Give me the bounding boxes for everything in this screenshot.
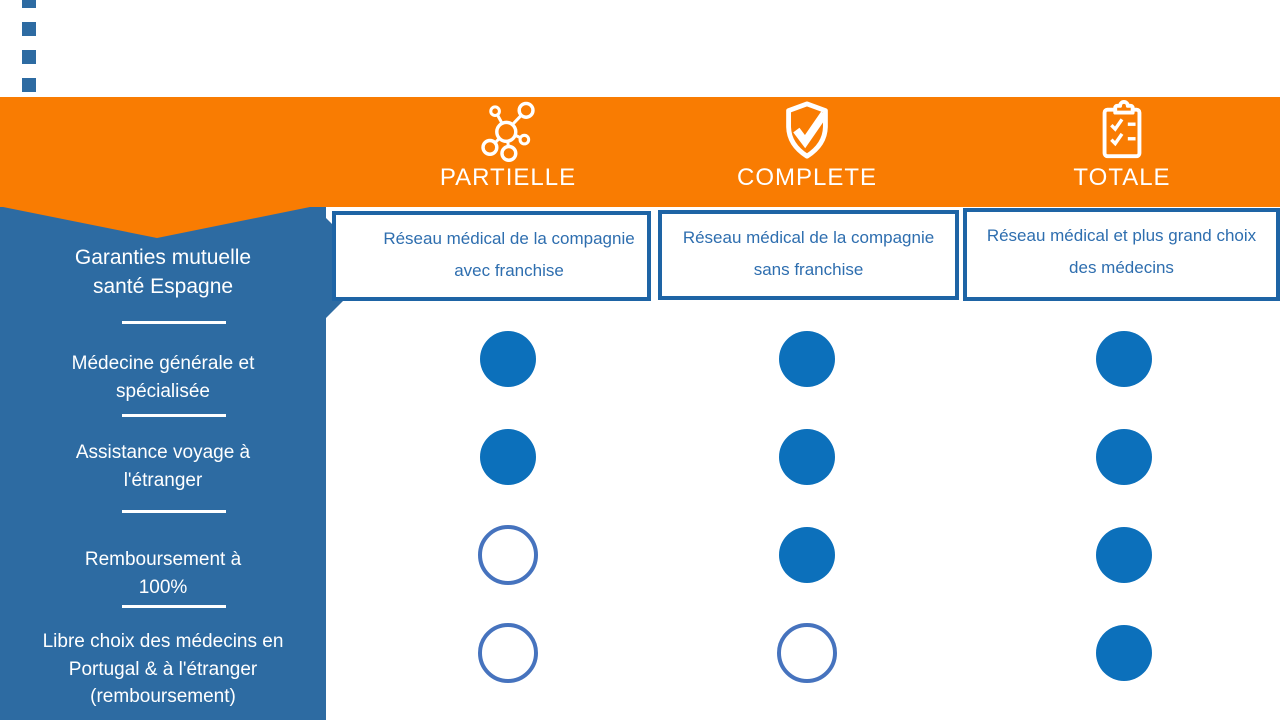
coverage-dot-filled [1096,625,1152,681]
coverage-dot-filled [779,527,835,583]
sidebar-title: Garanties mutuelle santé Espagne [74,246,252,299]
coverage-dot-filled [480,429,536,485]
coverage-dot-filled [1096,527,1152,583]
square-bullet-icon [22,49,36,64]
plan-column-complete: COMPLETE [657,97,957,207]
coverage-dot-outline [777,623,837,683]
square-bullet-icon [22,21,36,36]
plan-description-box-partielle: Réseau médical de la compagnie avec fran… [332,211,651,301]
square-bullet-icon [22,0,36,8]
plan-description-box-totale: Réseau médical et plus grand choix des m… [963,208,1280,301]
plan-label-totale: TOTALE [1073,164,1171,191]
clipboard-checklist-icon [1091,100,1153,162]
plan-description-box-complete: Réseau médical de la compagnie sans fran… [658,210,959,300]
plan-description: Réseau médical de la compagnie avec fran… [383,229,635,281]
orange-notch [3,207,310,238]
square-bullet-icon [22,77,36,92]
plan-label-complete: COMPLETE [736,164,878,191]
plan-label-partielle: PARTIELLE [439,164,577,191]
coverage-dot-filled [1096,331,1152,387]
plan-description: Réseau médical de la compagnie sans fran… [682,228,935,280]
sidebar-row-label-remboursement: Remboursement à 100% [84,549,242,598]
coverage-dot-filled [779,429,835,485]
divider [122,605,226,608]
coverage-dot-filled [1096,429,1152,485]
plan-description: Réseau médical et plus grand choix des m… [986,226,1257,278]
plans-header-band [0,97,1280,207]
coverage-dot-filled [779,331,835,387]
coverage-dot-outline [478,525,538,585]
plan-column-partielle: PARTIELLE [358,97,658,207]
coverage-dot-filled [480,331,536,387]
divider [122,414,226,417]
network-nodes-icon [477,100,539,162]
plan-column-totale: TOTALE [972,97,1272,207]
divider [122,321,226,324]
divider [122,510,226,513]
coverage-dot-outline [478,623,538,683]
sidebar-banner [0,207,326,720]
shield-check-icon [776,100,838,162]
sidebar-row-label-medecine: Médecine générale et spécialisée [71,353,255,402]
sidebar-row-label-libre-choix: Libre choix des médecins en Portugal & à… [42,631,284,708]
sidebar-row-label-assistance: Assistance voyage à l'étranger [75,442,251,491]
